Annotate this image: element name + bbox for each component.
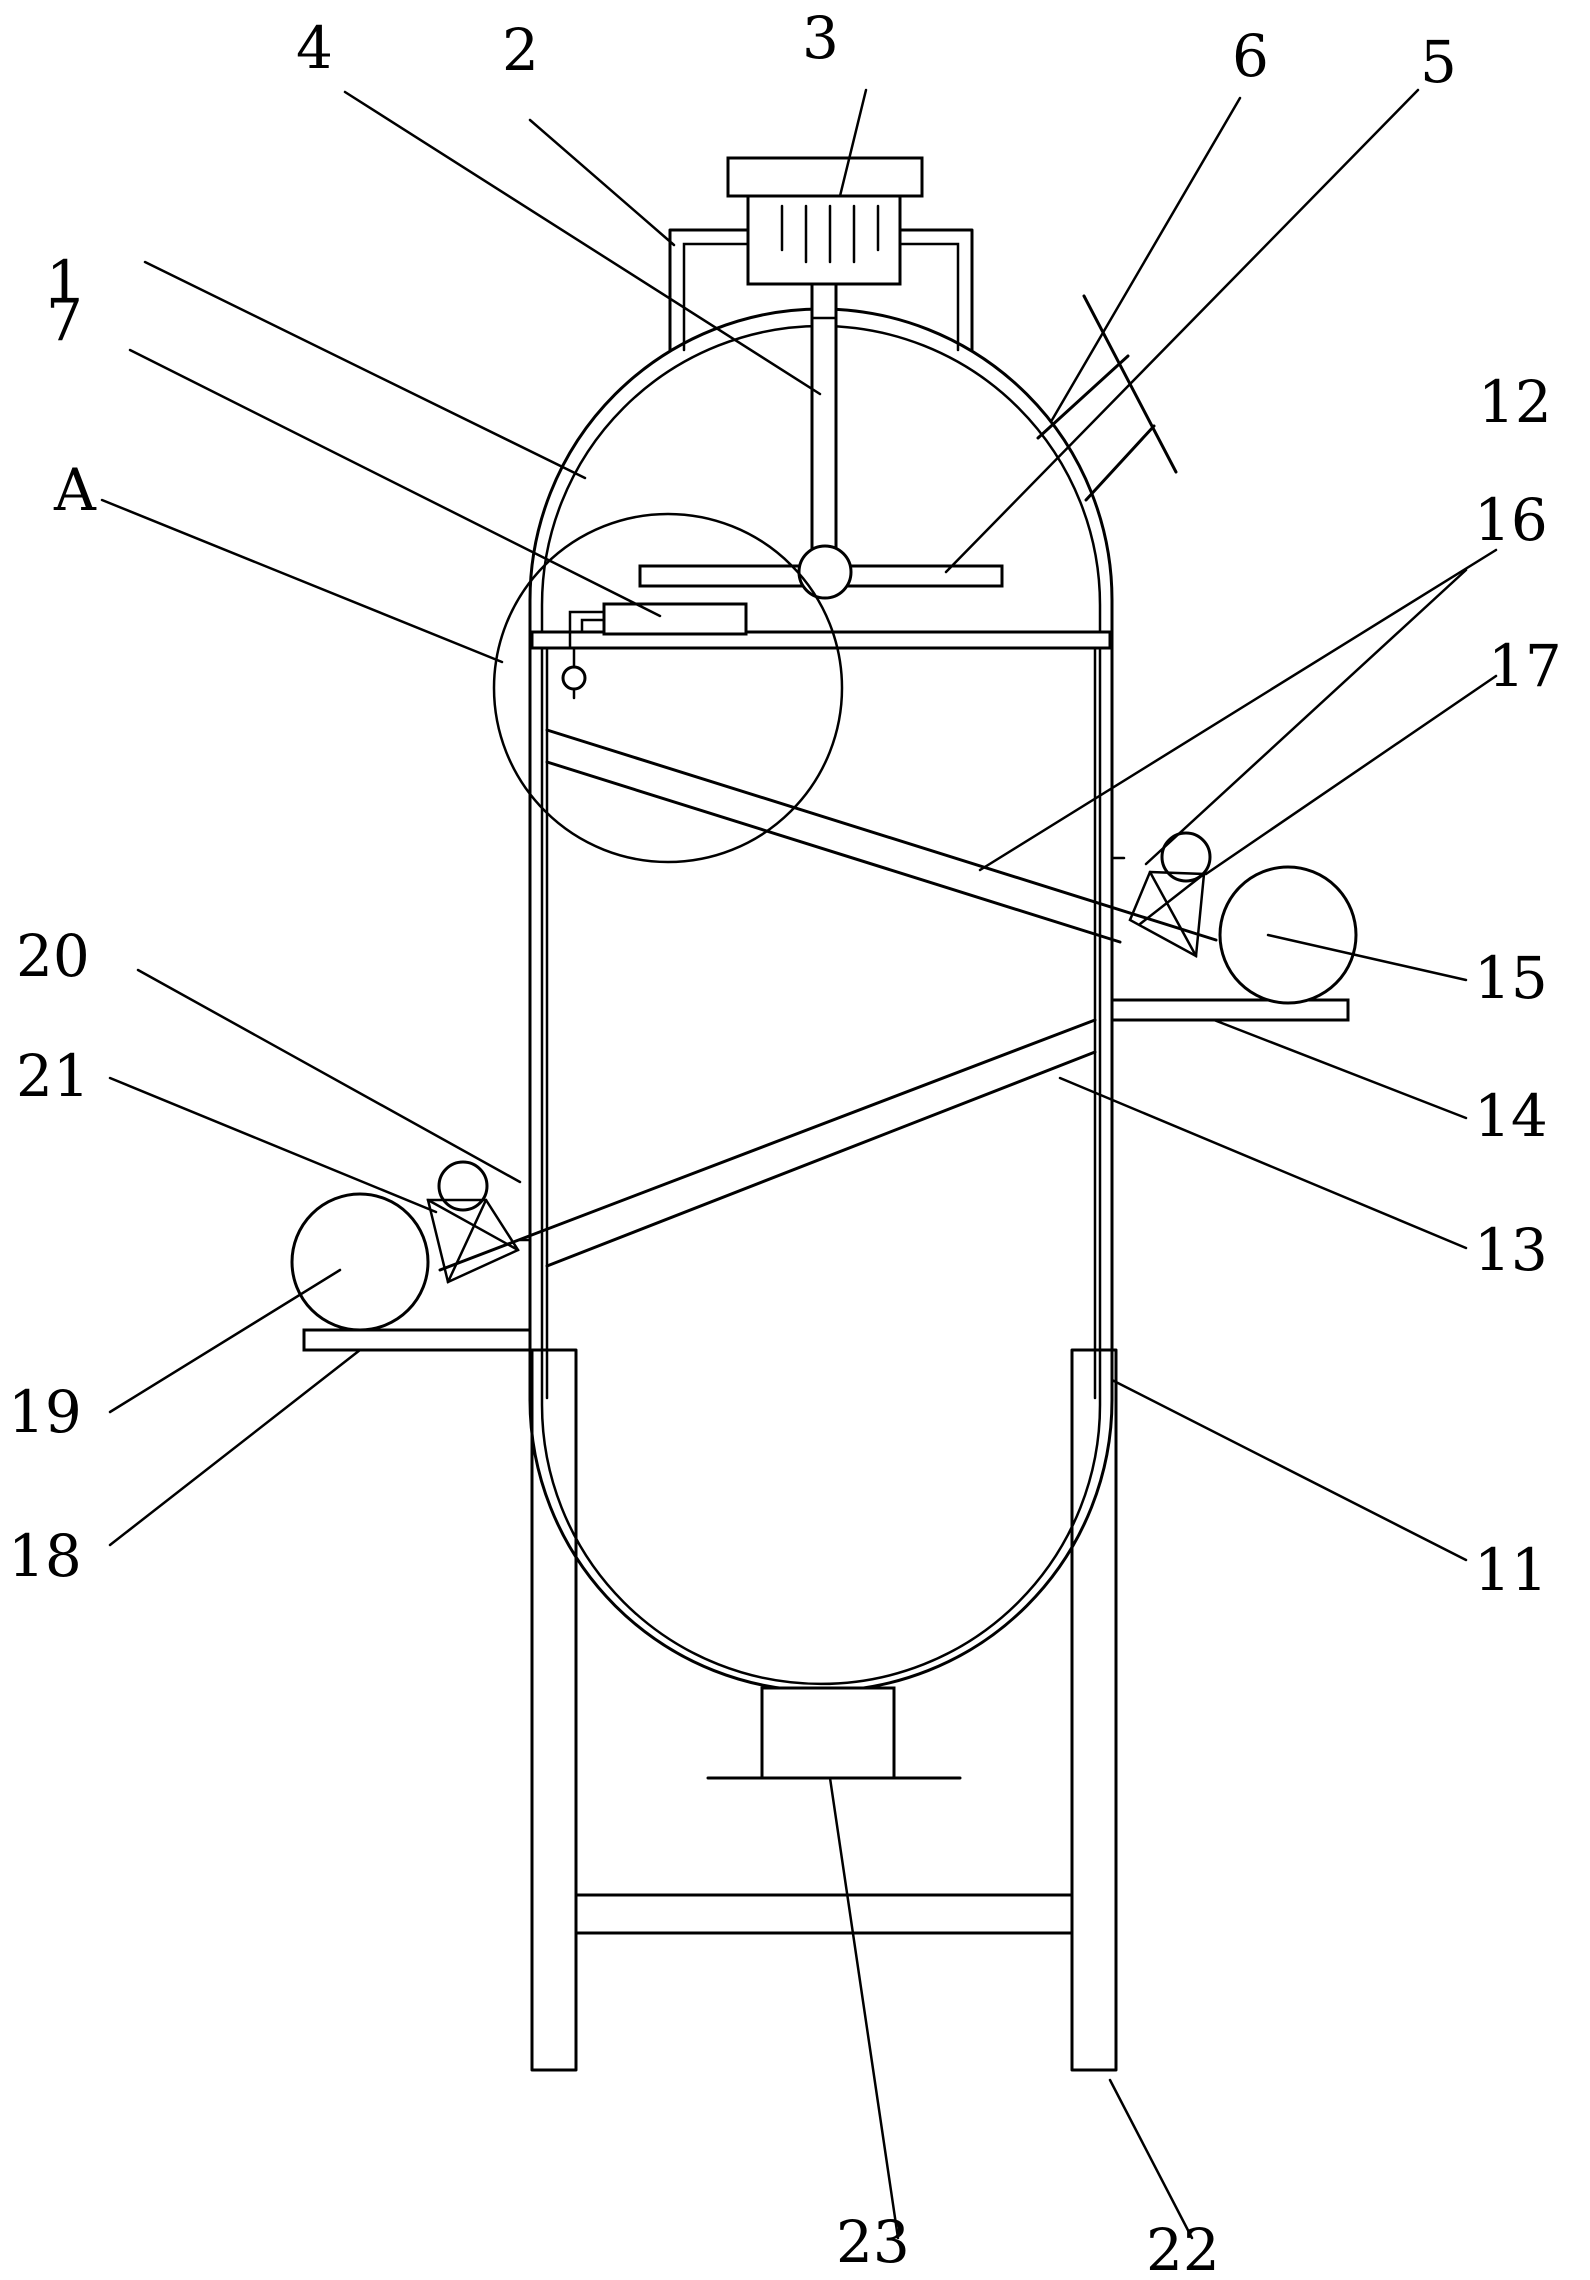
label-6: 6 — [1232, 22, 1269, 90]
label-12: 12 — [1478, 368, 1552, 436]
label-23: 23 — [836, 2208, 910, 2276]
inclined-plates — [438, 728, 1218, 1272]
cross-brace — [574, 1893, 1074, 1935]
motor-cap — [726, 156, 924, 198]
label-14: 14 — [1474, 1082, 1548, 1150]
left-shelf — [302, 1328, 532, 1352]
motor-assembly — [638, 156, 1004, 600]
label-3: 3 — [802, 4, 839, 72]
left-pulley — [437, 1160, 489, 1212]
left-discharge-unit — [290, 1160, 532, 1352]
spray-unit — [561, 602, 748, 700]
label-20: 20 — [16, 922, 90, 990]
partition-plate — [530, 630, 1112, 650]
motor-body — [746, 194, 902, 286]
vessel-inner-wall — [540, 324, 1102, 1686]
label-15: 15 — [1474, 944, 1548, 1012]
label-19: 19 — [8, 1378, 82, 1446]
label-4: 4 — [296, 14, 333, 82]
label-11: 11 — [1474, 1536, 1548, 1604]
label-5: 5 — [1420, 28, 1457, 96]
right-discharge-unit — [1110, 831, 1358, 1022]
upper-plate-top — [545, 728, 1218, 942]
spray-pump — [602, 602, 748, 636]
label-2: 2 — [502, 16, 539, 84]
leader-lines — [100, 88, 1498, 2240]
right-shelf — [1110, 998, 1350, 1022]
outlet-pipe — [760, 1686, 896, 1780]
lower-plate-top — [438, 1018, 1097, 1272]
reference-labels: 1 2 3 4 5 6 7 A 12 16 17 15 14 13 11 20 … — [8, 4, 1562, 2280]
discharge-outlet — [706, 1686, 962, 1780]
left-leg — [530, 1348, 578, 2072]
label-21: 21 — [16, 1042, 90, 1110]
label-1: 1 — [46, 248, 83, 316]
left-motor — [290, 1192, 430, 1332]
label-18: 18 — [8, 1522, 82, 1590]
detail-circle-A — [492, 512, 844, 864]
label-16: 16 — [1474, 486, 1548, 554]
spray-nozzle — [561, 665, 587, 691]
stirring-shaft — [810, 282, 838, 556]
label-17: 17 — [1488, 632, 1562, 700]
label-A: A — [53, 456, 97, 524]
right-motor — [1218, 865, 1358, 1005]
right-pulley — [1160, 831, 1212, 883]
label-22: 22 — [1146, 2216, 1220, 2280]
blade-hub — [797, 544, 853, 600]
vessel-body — [528, 307, 1114, 1693]
label-7: 7 — [46, 286, 83, 354]
label-13: 13 — [1474, 1216, 1548, 1284]
upper-plate-bottom — [545, 760, 1122, 944]
lower-plate-bottom — [545, 1050, 1097, 1268]
